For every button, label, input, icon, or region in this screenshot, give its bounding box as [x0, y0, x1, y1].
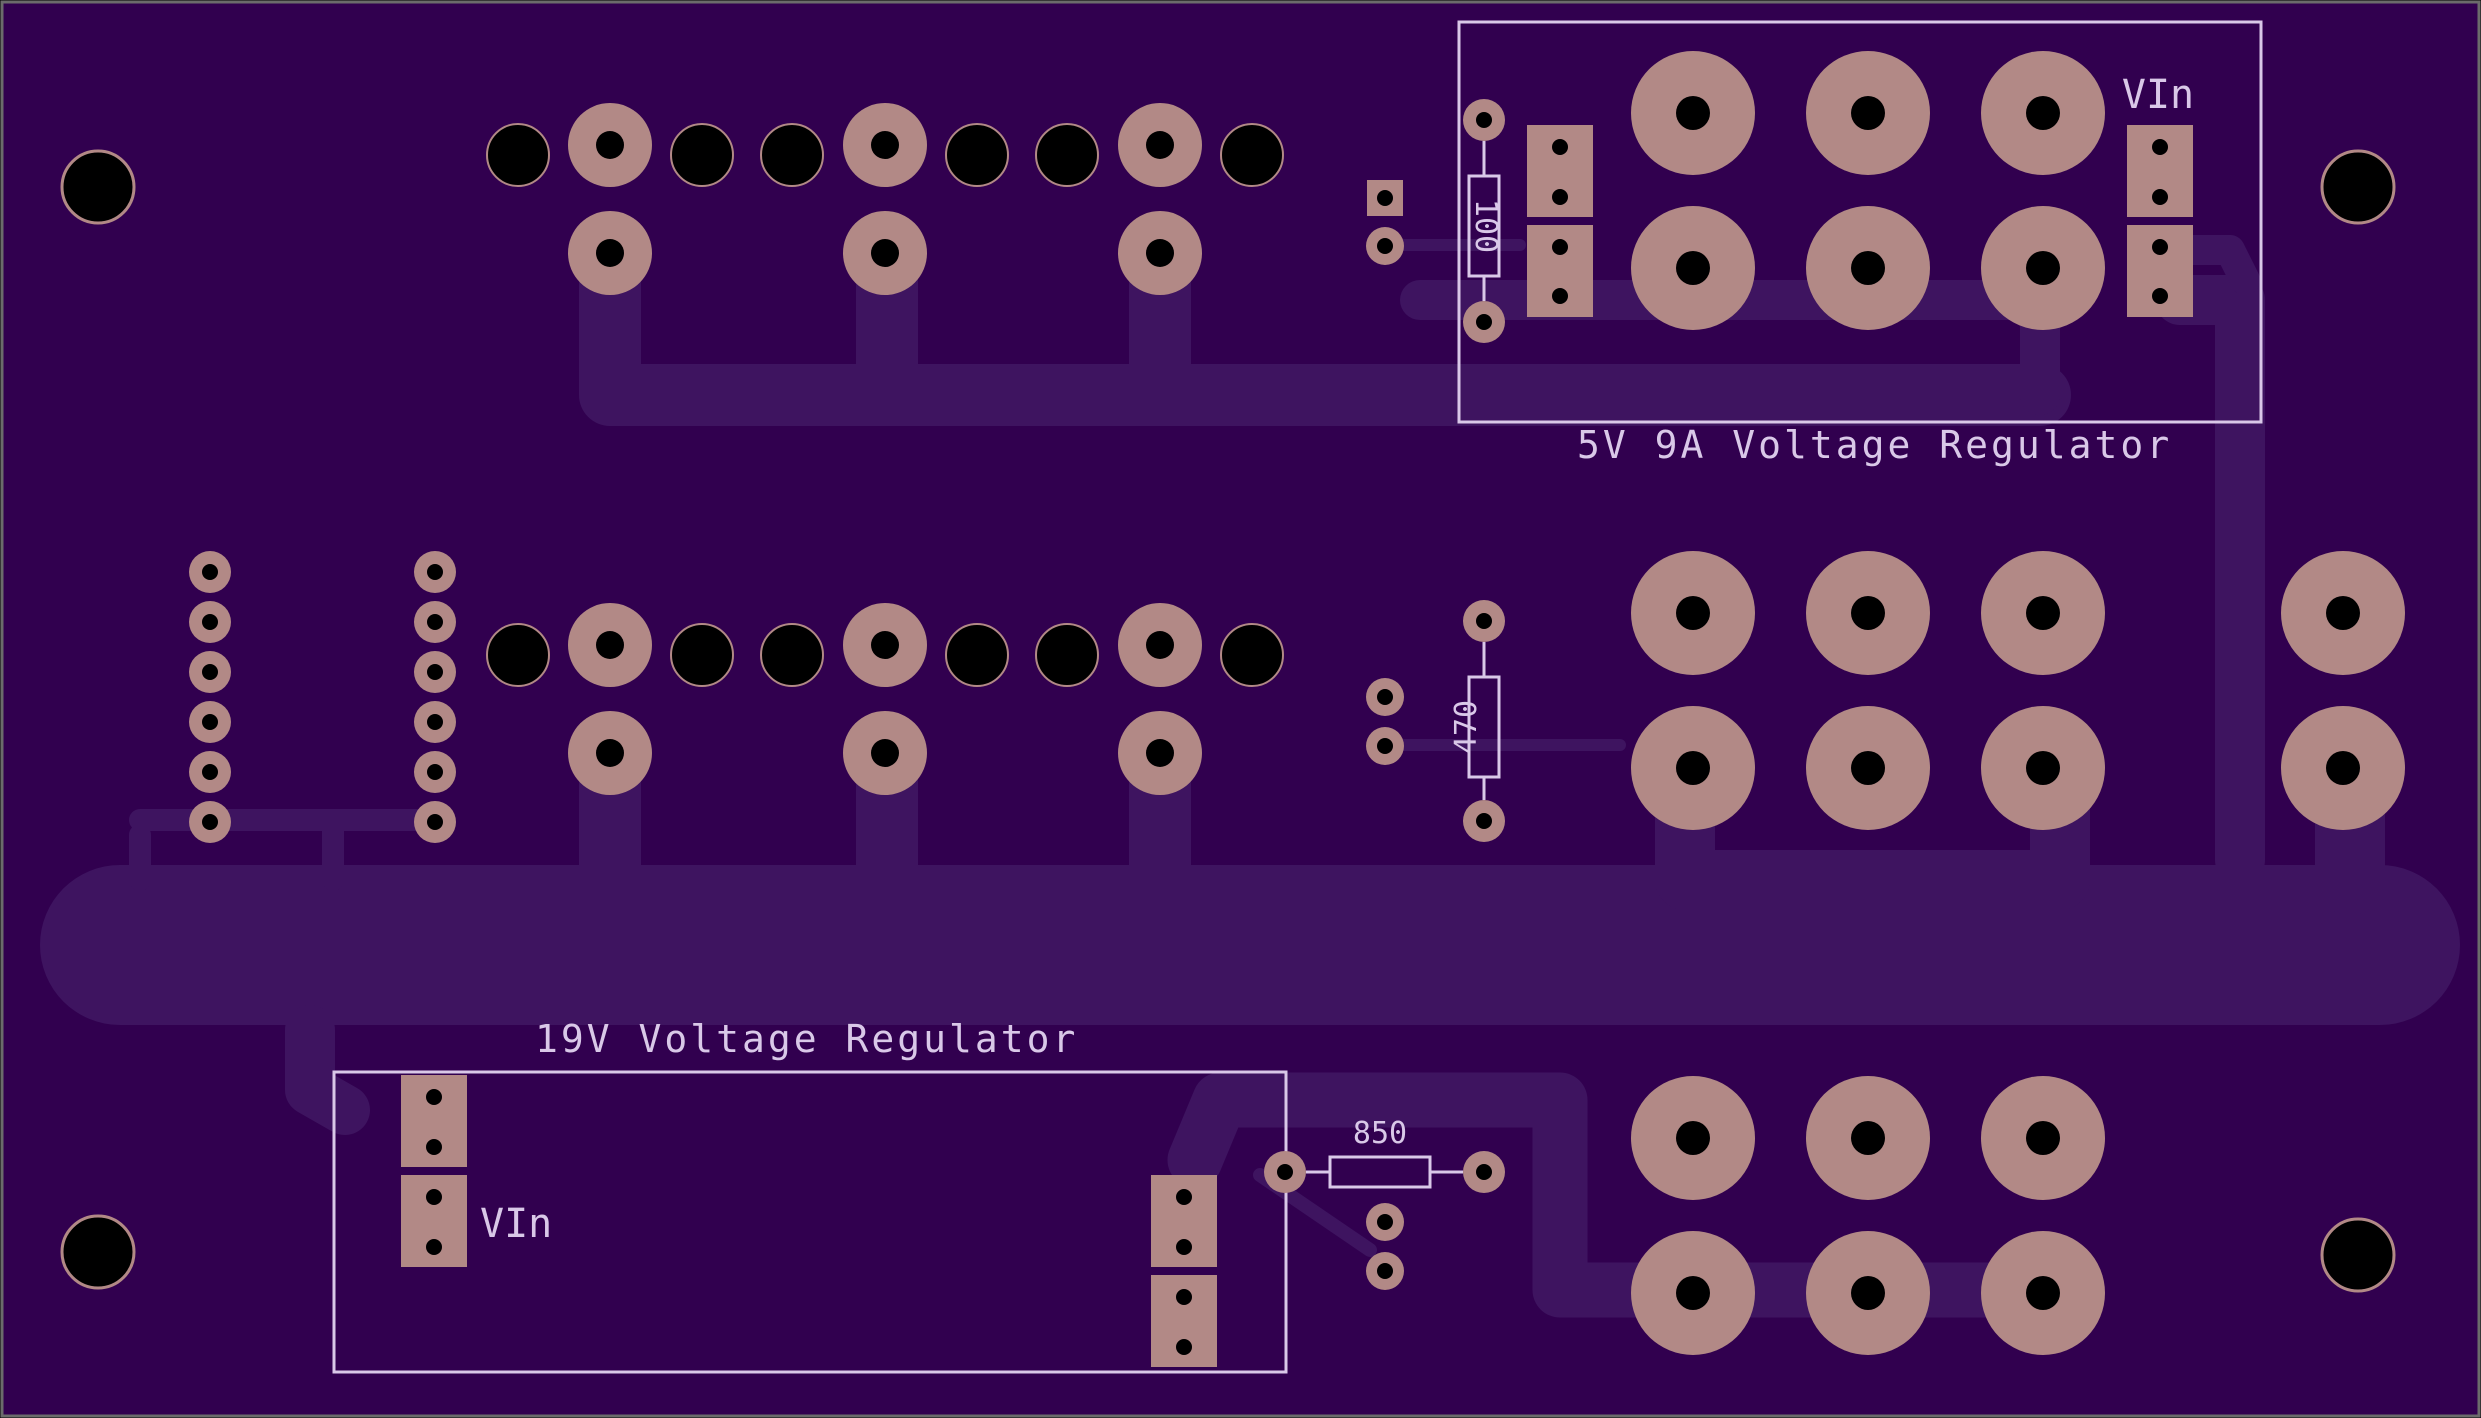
component-row-top	[486, 103, 1284, 295]
regulator-5v-outline	[1457, 20, 2263, 424]
regulator-19v-title: 19V Voltage Regulator	[535, 1017, 1078, 1061]
regulator-5v-vin-label: VIn	[2122, 72, 2194, 118]
terminal-grid-bottom	[1631, 1076, 2105, 1355]
component-row-middle	[486, 603, 1284, 795]
regulator-19v-outline	[332, 1070, 1288, 1374]
mounting-hole-top-left	[60, 149, 136, 225]
resistor-850: 850	[1264, 1116, 1505, 1290]
resistor-100: 100	[1463, 99, 1505, 343]
terminal-grid-top	[1631, 51, 2105, 330]
pin-header-right	[414, 551, 456, 843]
terminal-grid-middle	[1631, 551, 2405, 830]
pin-header-left	[189, 551, 231, 843]
mounting-hole-bottom-left	[60, 1214, 136, 1290]
resistor-470: 470	[1366, 600, 1505, 842]
regulator-19v-vin-label: VIn	[480, 1201, 552, 1247]
regulator-5v-block: 100 VIn 5V 9A Voltage Regulator	[1366, 20, 2263, 467]
resistor-850-label: 850	[1353, 1116, 1407, 1151]
mounting-holes	[60, 149, 2396, 1293]
resistor-470-label: 470	[1449, 700, 1484, 754]
regulator-19v-block: 19V Voltage Regulator VIn	[332, 1017, 1288, 1374]
trace-header	[129, 809, 441, 891]
mounting-hole-bottom-right	[2320, 1217, 2396, 1293]
regulator-5v-title: 5V 9A Voltage Regulator	[1577, 423, 2172, 467]
mounting-hole-top-right	[2320, 149, 2396, 225]
trace-reg5v-right	[2155, 275, 2265, 885]
resistor-100-label: 100	[1468, 199, 1503, 253]
